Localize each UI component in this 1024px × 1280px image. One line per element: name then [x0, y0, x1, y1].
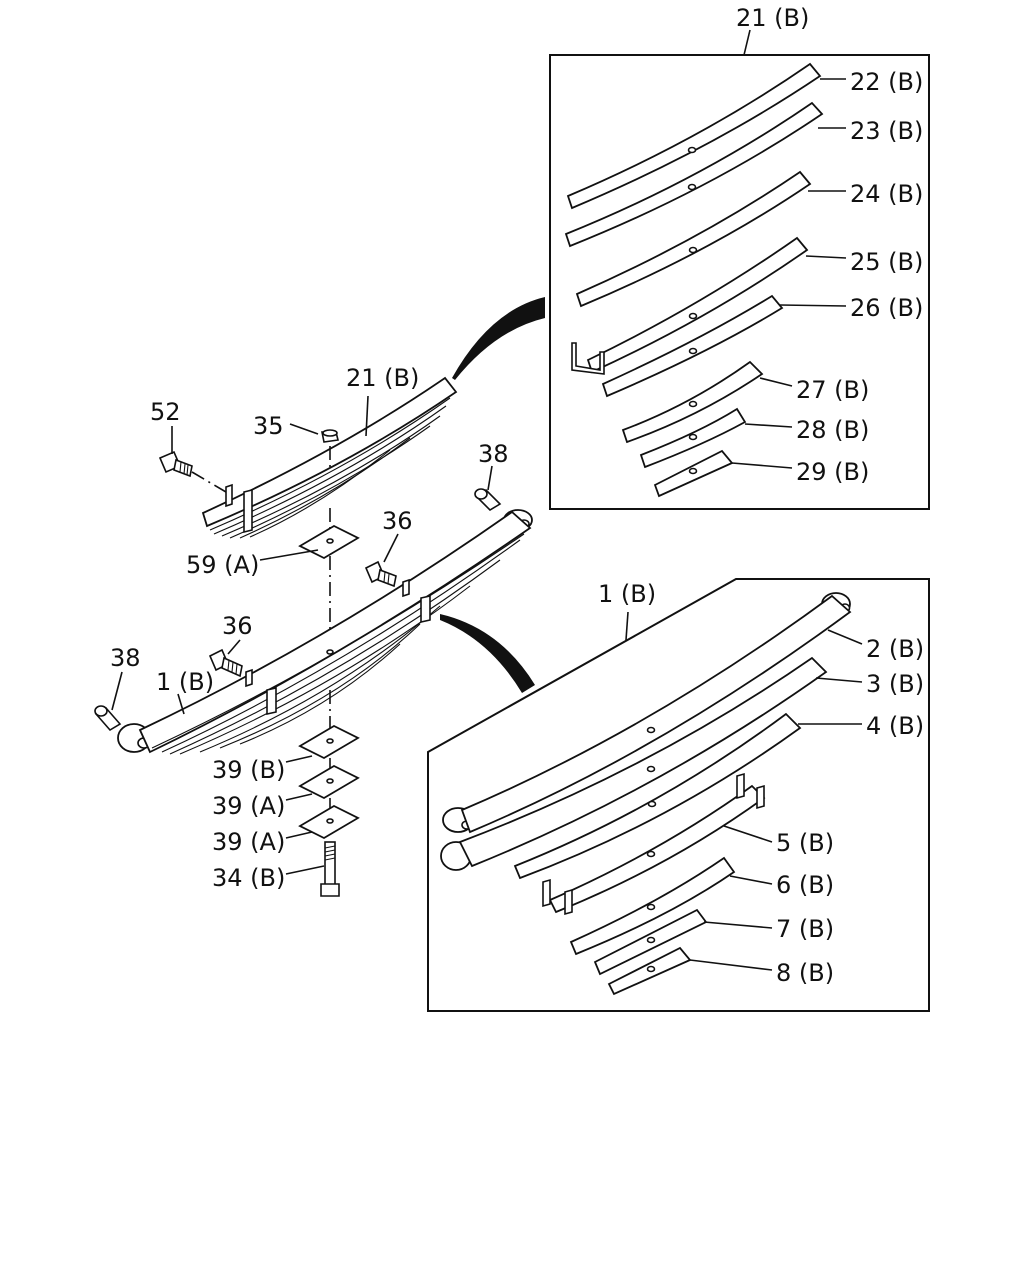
- main-spring-detail-inset: 1 (B) 2 (B) 3 (B) 4 (B) 5 (B) 6 (B) 7 (B…: [427, 578, 930, 1012]
- callout-59a: 59 (A): [186, 551, 259, 579]
- callout-4b: 4 (B): [866, 712, 924, 740]
- callout-39a-1: 39 (A): [212, 792, 285, 820]
- callout-5b: 5 (B): [776, 829, 834, 857]
- callout-28b: 28 (B): [796, 416, 869, 444]
- callout-38-left: 38: [110, 644, 141, 672]
- leaf-25: [571, 236, 809, 375]
- leaf-4: [513, 712, 802, 880]
- detail-arrow-lower: [440, 614, 535, 693]
- leaf-23: [564, 101, 824, 248]
- callout-23b: 23 (B): [850, 117, 923, 145]
- leaf-27: [621, 360, 764, 444]
- callout-34b: 34 (B): [212, 864, 285, 892]
- callout-1b-main: 1 (B): [156, 668, 214, 696]
- bolt-52: [158, 450, 227, 493]
- bolt-36-lower: [208, 648, 243, 678]
- callout-22b: 22 (B): [850, 68, 923, 96]
- leaf-2: [442, 592, 852, 834]
- inset-frame-lower: [427, 578, 930, 1012]
- callout-2b: 2 (B): [866, 635, 924, 663]
- callout-52: 52: [150, 398, 181, 426]
- callout-7b: 7 (B): [776, 915, 834, 943]
- callout-29b: 29 (B): [796, 458, 869, 486]
- leaf-28: [639, 407, 747, 469]
- callout-35: 35: [253, 412, 284, 440]
- center-bolt-34b: [320, 841, 340, 897]
- callout-36-lower: 36: [222, 612, 253, 640]
- inset-frame-upper: [549, 54, 930, 510]
- callout-36-upper: 36: [382, 507, 413, 535]
- callout-24b: 24 (B): [850, 180, 923, 208]
- leaf-6: [569, 856, 736, 956]
- bushing-38-left: [94, 705, 122, 732]
- callout-21b-main: 21 (B): [346, 364, 419, 392]
- callout-27b: 27 (B): [796, 376, 869, 404]
- callout-21b-inset: 21 (B): [736, 4, 809, 32]
- callout-6b: 6 (B): [776, 871, 834, 899]
- leaf-24: [575, 170, 812, 308]
- helper-spring-assembly: [158, 376, 458, 539]
- leaf-5: [542, 772, 766, 916]
- callout-8b: 8 (B): [776, 959, 834, 987]
- callout-26b: 26 (B): [850, 294, 923, 322]
- detail-arrow-upper: [452, 297, 545, 380]
- bushing-38-right: [474, 488, 502, 512]
- callout-1b-inset: 1 (B): [598, 580, 656, 608]
- bolt-36-upper: [364, 560, 397, 588]
- leaf-22: [566, 62, 822, 210]
- helper-spring-detail-inset: 21 (B) 22 (B) 23 (B) 24 (B) 25 (B) 26 (B…: [549, 4, 930, 510]
- callout-39b: 39 (B): [212, 756, 285, 784]
- callout-39a-2: 39 (A): [212, 828, 285, 856]
- callout-25b: 25 (B): [850, 248, 923, 276]
- callout-38-right: 38: [478, 440, 509, 468]
- leaf-3: [440, 656, 828, 871]
- leaf-26: [601, 294, 784, 398]
- callout-3b: 3 (B): [866, 670, 924, 698]
